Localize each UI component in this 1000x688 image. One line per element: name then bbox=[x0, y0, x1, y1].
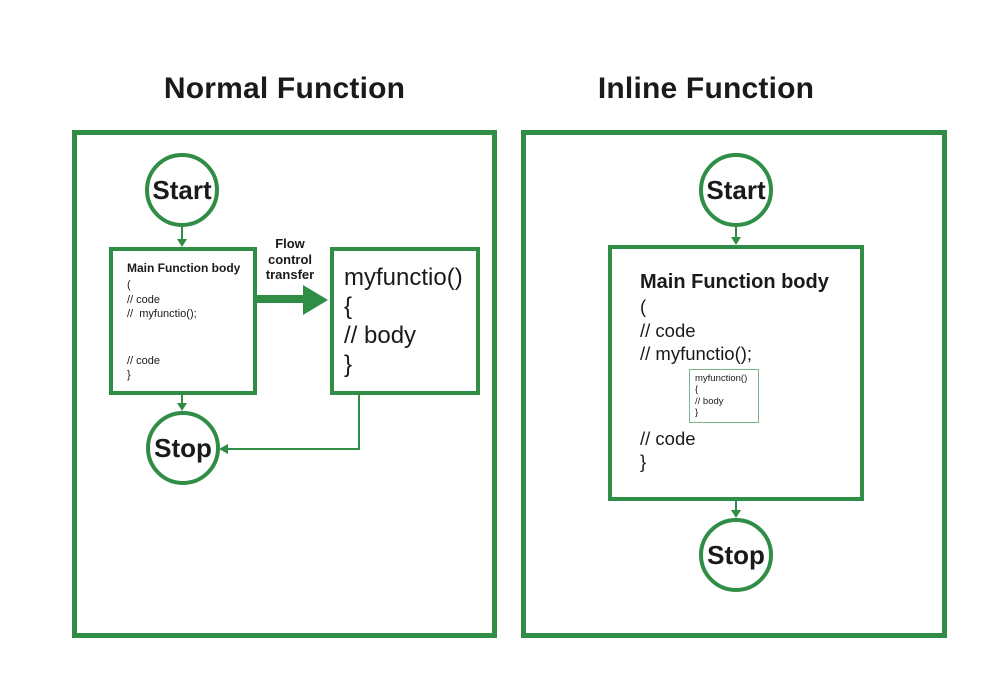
normal-function-title: Normal Function bbox=[163, 72, 406, 105]
normal-function-panel: Start Main Function body ( // code // my… bbox=[72, 130, 497, 638]
code-line: // code bbox=[640, 427, 696, 449]
code-line: // body bbox=[695, 395, 724, 407]
start-node-right: Start bbox=[699, 153, 773, 227]
main-to-stop-line-right bbox=[735, 501, 737, 510]
inlined-function-box: myfunction() { // body } bbox=[689, 368, 759, 423]
code-line: } bbox=[127, 369, 131, 381]
stop-label-right: Stop bbox=[707, 539, 765, 570]
code-line: } bbox=[344, 351, 353, 378]
code-line: // code bbox=[127, 293, 161, 306]
main-function-box-right: Main Function body ( // code // myfuncti… bbox=[608, 245, 864, 501]
code-line: myfunctio() bbox=[344, 264, 463, 291]
code-line: // myfunctio(); bbox=[127, 308, 197, 320]
flow-label-line: Flow bbox=[275, 236, 305, 251]
code-line: // code bbox=[640, 319, 696, 341]
start-label-left: Start bbox=[152, 174, 212, 205]
flow-label-line: transfer bbox=[265, 267, 315, 282]
code-line: // code bbox=[127, 354, 161, 367]
code-line: ( bbox=[127, 279, 131, 291]
code-line: // myfunctio(); bbox=[640, 343, 753, 364]
down-arrow-icon bbox=[177, 403, 187, 411]
left-arrow-icon bbox=[219, 444, 228, 454]
down-arrow-icon bbox=[177, 239, 187, 247]
down-arrow-icon bbox=[731, 237, 741, 245]
code-line: // body bbox=[344, 322, 417, 349]
stop-label-left: Stop bbox=[154, 432, 212, 463]
code-line: myfunction() bbox=[695, 372, 748, 384]
inline-panel-border bbox=[521, 130, 947, 638]
main-to-stop-line-left bbox=[181, 395, 183, 403]
main-box-title-left: Main Function body bbox=[127, 261, 241, 275]
code-line: ( bbox=[640, 296, 647, 317]
right-arrow-icon bbox=[303, 285, 328, 315]
down-arrow-icon bbox=[731, 510, 741, 518]
start-to-main-line-left bbox=[181, 227, 183, 239]
code-line: } bbox=[695, 407, 699, 418]
callee-return-line-vertical bbox=[358, 395, 360, 449]
callee-function-box: myfunctio() { // body } bbox=[330, 247, 480, 395]
start-node-left: Start bbox=[145, 153, 219, 227]
inline-function-title: Inline Function bbox=[597, 72, 815, 105]
main-function-box-left: Main Function body ( // code // myfuncti… bbox=[109, 247, 257, 395]
code-line: } bbox=[640, 451, 647, 472]
main-box-title-right: Main Function body bbox=[640, 271, 829, 293]
callee-return-line-horizontal bbox=[228, 448, 360, 450]
start-to-main-line-right bbox=[735, 227, 737, 237]
start-label-right: Start bbox=[706, 174, 766, 205]
flow-label-line: control bbox=[267, 251, 313, 267]
normal-panel-border bbox=[72, 130, 497, 638]
flow-control-transfer-label: Flow control transfer bbox=[250, 236, 330, 283]
code-line: { bbox=[695, 384, 699, 395]
flow-transfer-arrow-shaft bbox=[257, 295, 303, 303]
code-line: { bbox=[344, 293, 353, 320]
inline-function-panel: Start Main Function body ( // code // my… bbox=[521, 130, 947, 638]
stop-node-right: Stop bbox=[699, 518, 773, 592]
stop-node-left: Stop bbox=[146, 411, 220, 485]
